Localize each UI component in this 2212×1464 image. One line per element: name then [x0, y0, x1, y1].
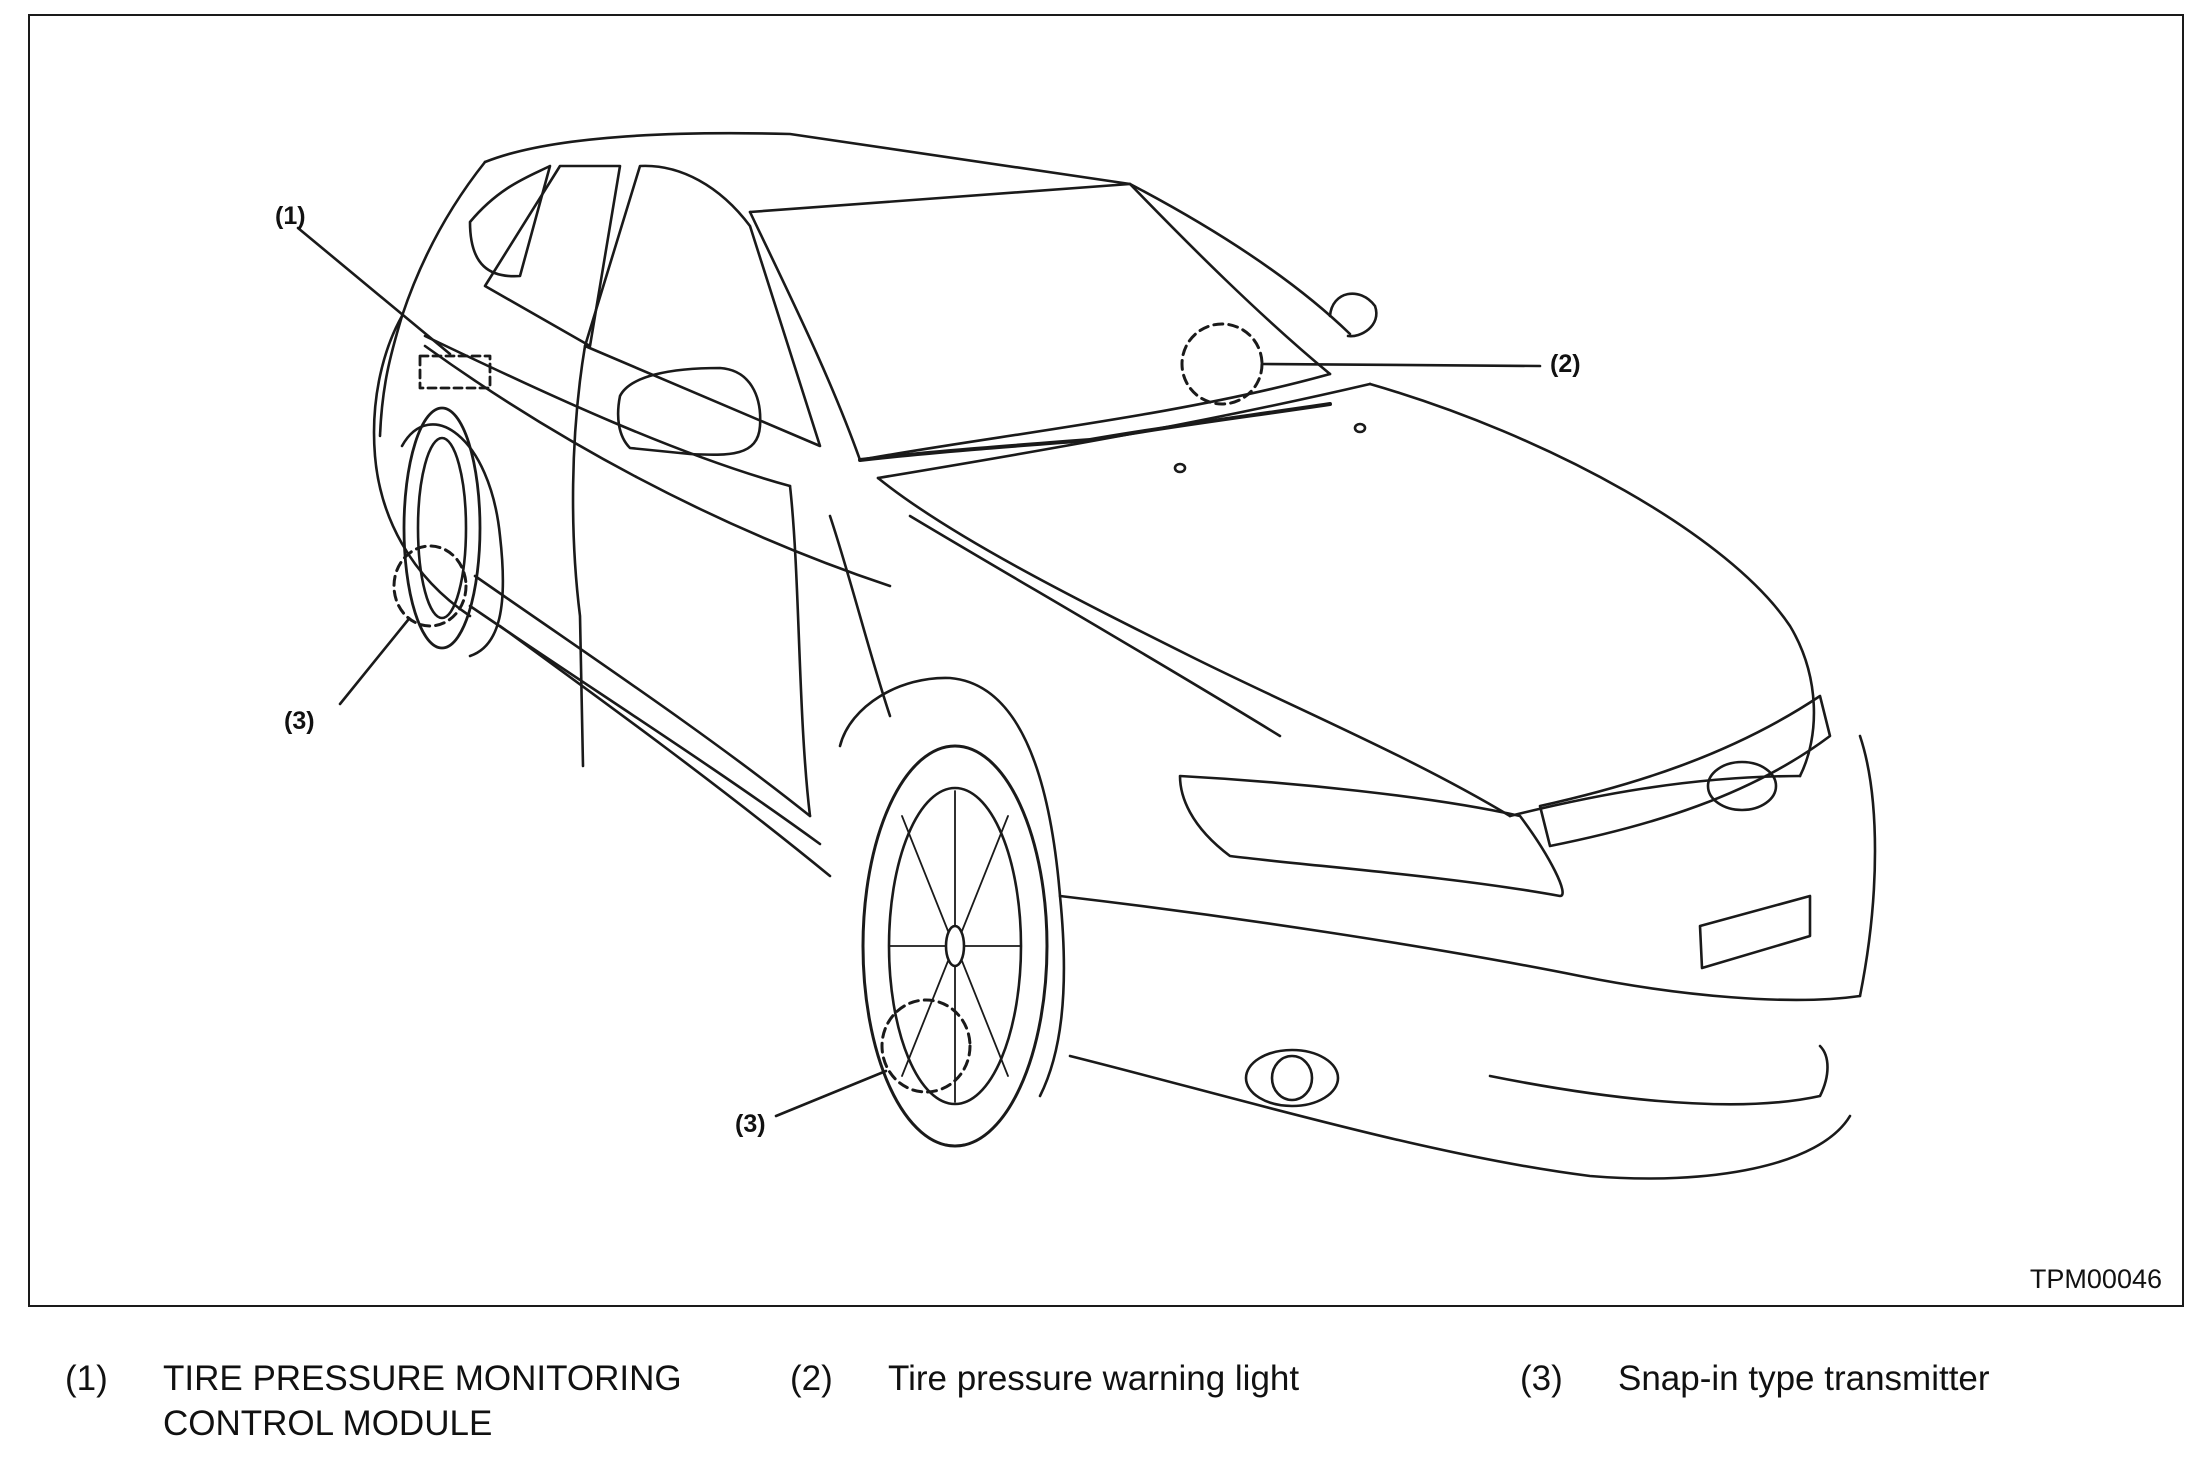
front-rim — [887, 786, 1023, 1106]
module-dashed-box — [418, 354, 492, 390]
windshield-left — [748, 210, 862, 462]
front-transmitter-dashed-circle — [880, 998, 972, 1094]
front-bumper-side — [1858, 734, 1877, 998]
upper-grille — [1538, 694, 1832, 848]
front-bumper-bottom — [1068, 1054, 1852, 1180]
wiper-left — [858, 438, 1092, 462]
beltline — [423, 334, 792, 488]
rocker-bottom — [498, 624, 832, 878]
car-line-drawing — [296, 131, 1877, 1180]
legend-text: TIRE PRESSURE MONITORING CONTROL MODULE — [163, 1359, 682, 1443]
warning-light-dashed-circle — [1180, 322, 1264, 406]
cowl — [876, 382, 1372, 480]
legend-number: (1) — [65, 1359, 108, 1398]
wiper-right — [1088, 402, 1332, 442]
leader-line-front-transmitter — [774, 1069, 888, 1118]
legend-number: (2) — [790, 1359, 833, 1398]
rear-body — [372, 314, 472, 618]
leader-line-module — [296, 226, 452, 356]
body-crease — [423, 344, 892, 588]
rear-rim — [416, 436, 468, 620]
front-tire — [861, 744, 1049, 1148]
legend-number: (3) — [1520, 1359, 1563, 1398]
emblem — [1706, 760, 1778, 812]
leader-line-warning-light — [1260, 362, 1542, 368]
door-gap-rear — [571, 344, 587, 768]
hood-right-edge — [1368, 382, 1816, 778]
front-door-window — [583, 164, 822, 448]
rear-door-window — [483, 164, 622, 348]
front-hub — [944, 924, 966, 968]
rear-quarter-window — [468, 164, 552, 278]
side-mirror — [616, 366, 762, 457]
rear-transmitter-dashed-circle — [392, 544, 468, 628]
door-gap-front — [788, 484, 812, 818]
far-mirror — [1328, 292, 1378, 338]
hood-left-edge — [876, 476, 1512, 818]
front-bumper-top — [1058, 894, 1862, 1002]
washer-jet — [1353, 422, 1367, 434]
front-fender — [828, 514, 892, 718]
figure-code: TPM00046 — [2029, 1264, 2162, 1294]
fog-light-inner — [1270, 1054, 1314, 1102]
diagram-frame: (1) (2) (3) (3) TPM00046 — [28, 14, 2184, 1307]
roof-outline — [483, 131, 1352, 336]
legend-text: Snap-in type transmitter — [1618, 1359, 1990, 1398]
fog-light — [1244, 1048, 1340, 1108]
legend-text: Tire pressure warning light — [888, 1359, 1300, 1398]
callout-front-transmitter: (3) — [735, 1110, 766, 1138]
rear-tire — [402, 406, 482, 650]
front-rim-spokes — [889, 790, 1021, 1103]
lower-grille — [1488, 1044, 1829, 1106]
callout-warning-light: (2) — [1550, 350, 1581, 378]
headlight — [1178, 774, 1564, 898]
license-plate — [1698, 894, 1812, 970]
windshield-base — [858, 372, 1332, 462]
callout-module: (1) — [275, 202, 306, 230]
hood-crease-left — [908, 514, 1282, 738]
callout-rear-transmitter: (3) — [284, 707, 315, 735]
rear-wheel-arch — [400, 423, 505, 658]
leader-line-rear-transmitter — [338, 618, 410, 706]
rocker-upper — [473, 574, 812, 818]
front-wheel-arch — [838, 676, 1066, 1098]
windshield-top — [748, 182, 1132, 214]
windshield-right — [1128, 182, 1332, 376]
hood-front — [1508, 774, 1802, 818]
rear-pillar — [378, 160, 487, 438]
washer-jet — [1173, 462, 1187, 474]
